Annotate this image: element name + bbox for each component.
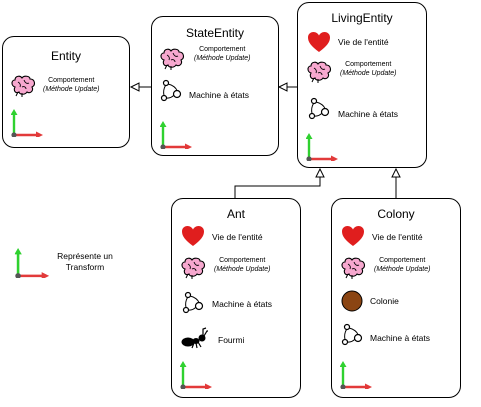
transform-icon: [180, 361, 212, 389]
behavior-text: Comportement: [379, 257, 426, 264]
colony-icon: [341, 290, 363, 312]
transform-icon: [14, 248, 50, 278]
state-machine-icon: [160, 79, 184, 103]
livingentity-box: LivingEntity Vie de l'entité Comportemen…: [297, 2, 427, 168]
transform-icon: [11, 109, 43, 137]
behavior-label: Comportement (Méthode Update): [194, 46, 250, 63]
behavior-label: Comportement (Méthode Update): [214, 257, 270, 274]
behavior-method: (Méthode Update): [43, 85, 100, 93]
colony-box: Colony Vie de l'entité Comportement (Mét…: [331, 198, 461, 398]
state-machine-icon: [182, 291, 206, 315]
brain-icon: [340, 257, 366, 279]
behavior-method: (Méthode Update): [194, 54, 251, 62]
state-machine-label: Machine à états: [189, 90, 250, 100]
brain-icon: [180, 257, 206, 279]
entity-box: Entity Comportement (Méthode Update): [2, 36, 130, 148]
ant-box: Ant Vie de l'entité Comportement (Méthod…: [171, 198, 301, 398]
legend-line-2: Transform: [65, 262, 105, 272]
behavior-method: (Méthode Update): [340, 69, 397, 77]
behavior-label: Comportement (Méthode Update): [374, 257, 430, 274]
state-machine-icon: [341, 323, 365, 347]
brain-icon: [306, 61, 332, 83]
arrow-head-livingentity-2: [391, 167, 401, 178]
behavior-text: Comportement: [345, 61, 392, 68]
heart-icon: [181, 225, 205, 247]
ant-label: Fourmi: [218, 335, 245, 345]
transform-icon: [340, 361, 372, 389]
behavior-method: (Méthode Update): [374, 265, 431, 273]
state-machine-label: Machine à états: [370, 333, 431, 343]
brain-icon: [10, 75, 36, 97]
colony-title: Colony: [377, 207, 415, 221]
life-label: Vie de l'entité: [338, 37, 389, 47]
legend-line-1: Représente un: [57, 251, 113, 261]
livingentity-title: LivingEntity: [331, 11, 393, 25]
behavior-method: (Méthode Update): [214, 265, 271, 273]
heart-icon: [341, 225, 365, 247]
life-label: Vie de l'entité: [372, 232, 423, 242]
state-machine-icon: [308, 97, 332, 121]
state-machine-label: Machine à états: [212, 299, 273, 309]
arrow-head-livingentity: [315, 167, 325, 178]
behavior-text: Comportement: [48, 77, 95, 84]
arrow-head-stateentity: [277, 82, 288, 92]
legend-text: Représente un Transform: [52, 251, 118, 273]
arrow-ant-livingentity: [234, 177, 321, 198]
ant-icon: [181, 327, 209, 349]
colony-label: Colonie: [370, 296, 399, 306]
stateentity-title: StateEntity: [185, 26, 245, 40]
stateentity-box: StateEntity Comportement (Méthode Update…: [151, 16, 279, 156]
transform-icon: [306, 133, 338, 161]
life-label: Vie de l'entité: [212, 232, 263, 242]
brain-icon: [159, 48, 185, 70]
heart-icon: [307, 31, 331, 53]
arrow-head-entity: [129, 82, 140, 92]
state-machine-label: Machine à états: [338, 109, 399, 119]
behavior-label: Comportement (Méthode Update): [43, 77, 99, 94]
ant-title: Ant: [226, 207, 245, 221]
behavior-text: Comportement: [219, 257, 266, 264]
transform-icon: [160, 121, 192, 149]
behavior-text: Comportement: [199, 46, 246, 53]
behavior-label: Comportement (Méthode Update): [340, 61, 396, 78]
entity-title: Entity: [50, 49, 81, 63]
